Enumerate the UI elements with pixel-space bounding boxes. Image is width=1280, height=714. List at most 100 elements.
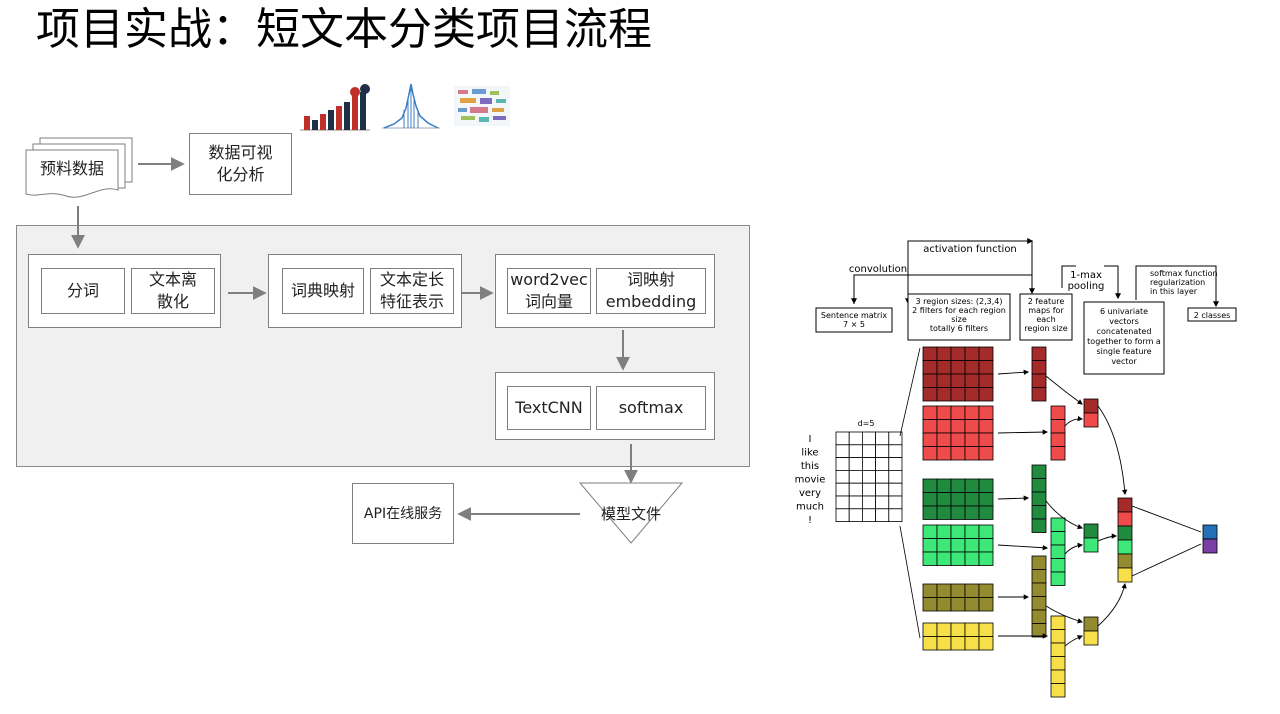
sentence-matrix-grid [835,431,903,522]
filter-cell [964,446,980,461]
feature-map-cell [1050,571,1066,586]
filter-cell [964,478,980,493]
filter-cell [922,387,938,402]
sentence-cell [862,444,877,459]
sentence-cell [835,457,850,471]
filter-cell [950,387,966,402]
filter-cell [978,373,994,388]
feature-map-cell [1031,491,1047,506]
filter-cell [936,538,952,553]
filter-cell [922,622,938,637]
filter-cell [936,405,952,420]
corpus-document-stack [25,137,133,198]
filter-cell [978,551,994,566]
sentence-cell [835,431,850,446]
sentence-cell [848,457,863,471]
sentence-cell [862,431,877,446]
filter-cell [964,432,980,447]
sentence-cell [875,444,890,459]
pooled-cell [1083,398,1099,414]
filter-cell [964,597,980,612]
word2vec-label: word2vec 词向量 [510,270,588,311]
filter-cell [964,524,980,539]
feature-map-cell [1031,555,1047,570]
cnn-annotation-lines [851,238,1219,308]
filter-cell [936,373,952,388]
cnn-connection-lines [997,369,1202,647]
feature-map-cell [1031,596,1047,611]
feature-map-cell [1050,544,1066,559]
feature-map-cell [1031,582,1047,597]
sentence-cell [848,495,863,510]
filter-cell [922,360,938,375]
sentence-cell [875,482,890,497]
feature-map-cell [1050,669,1066,684]
output-classes [1202,524,1218,554]
softmax-box: softmax [596,386,706,430]
filter-cell [950,583,966,598]
corpus-label: 预料数据 [39,159,104,178]
concat-cell [1117,497,1133,513]
filter-cell [978,583,994,598]
filter-cell [978,405,994,420]
sentence-cell [888,469,903,484]
fan-lines [899,347,921,639]
filter-cell [964,492,980,507]
activation-label: activation function [923,244,1017,255]
sentence-cell [848,469,863,484]
filter-cell [978,524,994,539]
sentence-cell [875,495,890,510]
pooled-cell [1083,523,1099,539]
sentence-cell [875,469,890,484]
flow-arrows [71,157,684,544]
filter-cell [978,622,994,637]
filter-cell [978,432,994,447]
sentence-cell [862,469,877,484]
sentence-cell [888,444,903,459]
filter-cell [978,505,994,520]
filter-cell [964,622,980,637]
segment-label: 分词 [66,281,99,300]
filter-cell [922,419,938,434]
filter-cell [950,622,966,637]
filter-cell [978,636,994,651]
sentence-cell [888,495,903,510]
feature-map-cell [1050,642,1066,657]
concat-cell [1117,539,1133,555]
sentence-cell [835,495,850,510]
feature-map-cell [1031,373,1047,388]
word2vec-box: word2vec 词向量 [507,268,591,314]
sentence-cell [862,495,877,510]
thumbnail-icons [300,83,510,131]
univariate-box [1083,301,1165,375]
filter-cell [922,597,938,612]
filter-cell [978,597,994,612]
feature-map-cell [1031,387,1047,402]
region-sizes-label: 3 region sizes: (2,3,4)2 filters for eac… [912,297,1006,333]
filter-cell [922,505,938,520]
model-file-label: 模型文件 [600,505,661,523]
filter-cell [964,583,980,598]
concat-cell [1117,525,1133,541]
feature-map-cell [1031,569,1047,584]
visualization-box: 数据可视 化分析 [189,133,292,195]
filter-cell [950,432,966,447]
sentence-cell [835,444,850,459]
filter-cell [964,373,980,388]
filter-cell [950,524,966,539]
concat-cell [1117,567,1133,583]
visualization-label: 数据可视 化分析 [208,143,273,184]
feature-map-cell [1050,615,1066,630]
filter-cell [922,446,938,461]
output-cell [1202,538,1218,554]
feature-map-cell [1050,419,1066,434]
sentence-cell [862,508,877,522]
filter-cell [950,597,966,612]
filter-cell [936,622,952,637]
sentence-cell [848,444,863,459]
filter-cell [950,419,966,434]
region-sizes-box [907,293,1011,341]
filter-cell [964,419,980,434]
api-service-box: API在线服务 [352,483,454,544]
